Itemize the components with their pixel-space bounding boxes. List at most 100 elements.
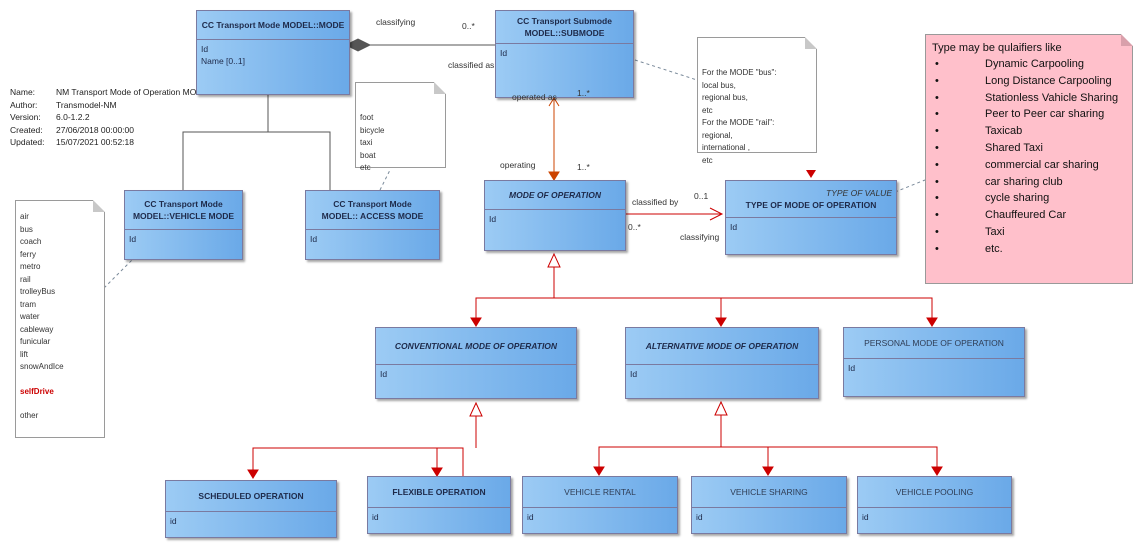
class-attributes: id	[170, 516, 177, 526]
class-title: VEHICLE RENTAL	[523, 477, 677, 508]
meta-name-label: Name:	[10, 87, 36, 97]
class-attributes: Id Name [0..1]	[201, 44, 245, 66]
meta-name: NM Transport Mode of Operation MODEL	[56, 87, 213, 97]
label-classifying-right: classifying	[680, 232, 720, 242]
class-title: CC Transport Mode MODEL::VEHICLE MODE	[125, 191, 242, 230]
association-submode-operation	[548, 97, 560, 181]
meta-version: 6.0-1.2.2	[56, 112, 90, 122]
note-vehicle-modes: air bus coach ferry metro rail trolleyBu…	[15, 200, 105, 438]
class-header: TYPE OF VALUE TYPE OF MODE OF OPERATION	[726, 181, 896, 218]
class-title: VEHICLE SHARING	[692, 477, 846, 508]
qualifier-item: etc.	[932, 241, 1126, 258]
note-self-drive: selfDrive	[20, 386, 54, 396]
note-fold	[805, 37, 817, 49]
class-flexible-operation[interactable]: FLEXIBLE OPERATION id	[367, 476, 511, 534]
meta-updated-label: Updated:	[10, 137, 45, 147]
class-stereotype: TYPE OF VALUE	[826, 188, 892, 198]
meta-updated: 15/07/2021 00:52:18	[56, 137, 134, 147]
meta-author: Transmodel-NM	[56, 99, 117, 110]
class-attributes: Id	[500, 48, 508, 58]
note-title: Type may be qulaifiers like	[932, 42, 1062, 54]
qualifier-item: Dynamic Carpooling	[932, 56, 1126, 73]
class-title: SCHEDULED OPERATION	[166, 481, 336, 512]
class-alternative-mode-of-operation[interactable]: ALTERNATIVE MODE OF OPERATION Id	[625, 327, 819, 399]
class-conventional-mode-of-operation[interactable]: CONVENTIONAL MODE OF OPERATION Id	[375, 327, 577, 399]
note-fold	[434, 82, 446, 94]
class-mode[interactable]: CC Transport Mode MODEL::MODE Id Name [0…	[196, 10, 350, 95]
class-attributes: Id	[848, 363, 856, 373]
qualifier-item: Peer to Peer car sharing	[932, 106, 1126, 123]
label-classified-by: classified by	[632, 197, 679, 207]
qualifier-item: Long Distance Carpooling	[932, 73, 1126, 90]
class-attributes: Id	[489, 214, 497, 224]
note-submode-examples: For the MODE "bus": local bus, regional …	[697, 37, 817, 165]
class-attributes: id	[527, 512, 534, 522]
model-metadata: Name: NM Transport Mode of Operation MODE…	[10, 86, 213, 149]
class-vehicle-mode[interactable]: CC Transport Mode MODEL::VEHICLE MODE Id	[124, 190, 243, 260]
class-title: FLEXIBLE OPERATION	[368, 477, 510, 508]
qualifier-item: Taxi	[932, 224, 1126, 241]
generalization-to-conventional	[247, 401, 483, 479]
association-operation-type	[625, 207, 724, 221]
meta-version-label: Version:	[10, 112, 41, 122]
note-text: For the MODE "bus": local bus, regional …	[702, 68, 777, 165]
note-fold	[1121, 34, 1133, 46]
class-vehicle-pooling[interactable]: VEHICLE POOLING id	[857, 476, 1012, 534]
class-attributes: Id	[630, 369, 638, 379]
class-title: ALTERNATIVE MODE OF OPERATION	[626, 328, 818, 365]
meta-created: 27/06/2018 00:00:00	[56, 124, 134, 135]
note-access-modes: foot bicycle taxi boat etc	[355, 82, 446, 172]
label-classified-as: classified as	[448, 60, 495, 70]
class-title: PERSONAL MODE OF OPERATION	[844, 328, 1024, 359]
class-attributes: id	[862, 512, 869, 522]
label-classifying-top: classifying	[376, 17, 416, 27]
qualifier-item: commercial car sharing	[932, 157, 1126, 174]
note-fold	[93, 200, 105, 212]
label-operating: operating	[500, 160, 536, 170]
generalization-to-operation	[470, 252, 938, 327]
class-title: CC Transport Submode MODEL::SUBMODE	[496, 11, 633, 44]
label-mult-0-1: 0..1	[694, 191, 709, 201]
generalization-to-alternative	[593, 400, 943, 476]
class-attributes: Id	[730, 222, 738, 232]
class-attributes: Id	[129, 234, 137, 244]
meta-created-label: Created:	[10, 124, 43, 135]
class-vehicle-rental[interactable]: VEHICLE RENTAL id	[522, 476, 678, 534]
qualifier-item: Shared Taxi	[932, 140, 1126, 157]
qualifier-item: Taxicab	[932, 123, 1126, 140]
qualifier-item: Chauffeured Car	[932, 207, 1126, 224]
label-mult-1-star-b: 1..*	[577, 162, 590, 172]
class-attributes: Id	[310, 234, 318, 244]
class-scheduled-operation[interactable]: SCHEDULED OPERATION id	[165, 480, 337, 538]
class-type-of-mode-of-operation[interactable]: TYPE OF VALUE TYPE OF MODE OF OPERATION …	[725, 180, 897, 255]
note-other: other	[20, 411, 39, 420]
qualifier-list: Dynamic CarpoolingLong Distance Carpooli…	[932, 56, 1126, 258]
class-title: VEHICLE POOLING	[858, 477, 1011, 508]
note-type-qualifiers: Type may be qulaifiers like Dynamic Carp…	[925, 34, 1133, 284]
meta-author-label: Author:	[10, 99, 38, 110]
qualifier-item: Stationless Vahicle Sharing	[932, 90, 1126, 107]
qualifier-item: cycle sharing	[932, 190, 1126, 207]
class-title: CONVENTIONAL MODE OF OPERATION	[376, 328, 576, 365]
class-attributes: id	[696, 512, 703, 522]
class-mode-of-operation[interactable]: MODE OF OPERATION Id	[484, 180, 626, 251]
type-dependency-arrow	[806, 170, 816, 178]
class-title: TYPE OF MODE OF OPERATION	[745, 200, 877, 210]
aggregation-mode-submode	[344, 38, 495, 52]
class-title: CC Transport Mode MODEL::MODE	[197, 11, 349, 40]
class-submode[interactable]: CC Transport Submode MODEL::SUBMODE Id	[495, 10, 634, 98]
label-mult-0-star: 0..*	[628, 222, 641, 232]
note-text: foot bicycle taxi boat etc	[360, 113, 385, 172]
class-access-mode[interactable]: CC Transport Mode MODEL:: ACCESS MODE Id	[305, 190, 440, 260]
label-mult-top: 0..*	[462, 21, 475, 31]
class-personal-mode-of-operation[interactable]: PERSONAL MODE OF OPERATION Id	[843, 327, 1025, 397]
note-links	[103, 59, 926, 289]
note-text: air bus coach ferry metro rail trolleyBu…	[20, 212, 64, 371]
class-title: CC Transport Mode MODEL:: ACCESS MODE	[306, 191, 439, 230]
qualifier-item: car sharing club	[932, 174, 1126, 191]
class-attributes: id	[372, 512, 379, 522]
class-vehicle-sharing[interactable]: VEHICLE SHARING id	[691, 476, 847, 534]
class-title: MODE OF OPERATION	[485, 181, 625, 210]
label-mult-1-star-a: 1..*	[577, 88, 590, 98]
